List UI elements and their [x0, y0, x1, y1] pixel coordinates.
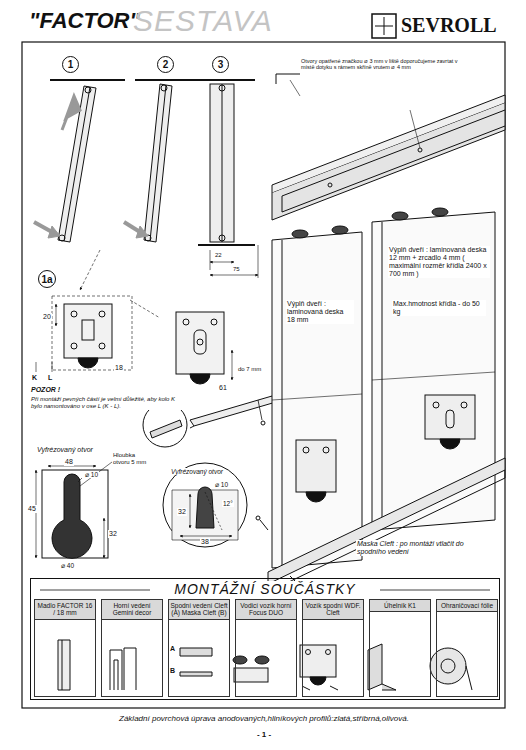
weight-note: Max.hmotnost křídla - do 50 kg — [392, 300, 486, 316]
bottom-rail-cleft — [268, 458, 505, 592]
step-label: 1a — [41, 274, 52, 285]
part-name: Vodicí vozík horní Focus DUO — [236, 600, 296, 620]
detail-title: Vyfrézovaný otvor — [170, 468, 224, 475]
parts-panel: MONTÁŽNÍ SOUČÁSTKY Madlo FACTOR 16 / 18 m… — [30, 578, 500, 700]
step-number: 2 — [157, 56, 174, 73]
warning-note: Při montáži pevných částí je velmi důlež… — [30, 396, 182, 410]
part-box: Horní vedení Gemini decor — [101, 599, 163, 697]
footer-note: Základní povrchová úprava anodovaných,hl… — [0, 714, 526, 723]
part-name: Spodní vedení Cleft (A) Maska Cleft (B) — [169, 600, 229, 620]
step-label: 3 — [218, 59, 224, 70]
step-number: 3 — [212, 56, 229, 73]
page-number: - 1 - — [0, 730, 526, 739]
dimension: 48 — [64, 458, 74, 466]
part-box: Úhelník K1 — [369, 599, 431, 697]
dimension: do 7 mm — [237, 366, 262, 373]
depth-note: Hloubka otvoru 5 mm — [112, 452, 150, 466]
part-name: Horní vedení Gemini decor — [102, 600, 162, 620]
part-name: Madlo FACTOR 16 / 18 mm — [35, 600, 95, 620]
door-fill-note: Výplň dveří : laminovaná deska 12 mm + z… — [388, 246, 490, 278]
dimension: ⌀ 10 — [84, 471, 99, 478]
step-number: 1 — [62, 56, 79, 73]
step-number: 1a — [38, 270, 56, 288]
part-box: Spodní vedení Cleft (A) Maska Cleft (B) — [168, 599, 230, 697]
milled-hole-drawing — [36, 462, 112, 558]
step-label: 2 — [163, 59, 169, 70]
part-box: Ohraničovací fólie — [436, 599, 498, 697]
top-rail-gemini — [272, 74, 505, 220]
part-name: Vozík spodní WDF. Cleft — [303, 600, 363, 620]
dimension: 45 — [27, 505, 37, 513]
part-letter: B — [169, 667, 176, 675]
step-label: 1 — [68, 59, 74, 70]
logo-icon — [372, 14, 396, 38]
panel-heading: MONTÁŽNÍ SOUČÁSTKY — [168, 581, 361, 597]
dimension: 38 — [200, 538, 210, 546]
step-2-door — [124, 80, 195, 242]
step-1-door — [34, 80, 125, 242]
logo-text: SEVROLL — [400, 14, 498, 37]
page-frame — [22, 42, 505, 708]
dimension: 75 — [232, 266, 241, 273]
dimension: 32 — [108, 530, 118, 538]
part-name: Úhelník K1 — [370, 600, 430, 612]
drilling-note: Otvory opatřené značkou ⌀ 3 mm v liště d… — [300, 58, 467, 71]
dimension: 61 — [218, 384, 228, 392]
door-fill-note: Výplň dveří : laminovaná deska 18 mm — [286, 300, 354, 324]
axis-letter: L — [47, 374, 53, 382]
watermark: SESTAVA — [132, 4, 274, 39]
detail-1a-carriage — [36, 250, 160, 372]
part-icons — [58, 640, 472, 690]
dimension: 22 — [214, 252, 223, 259]
dimension: ⌀ 10 — [214, 481, 229, 488]
mask-note: Maska Cleft : po montáži vtlačit do spod… — [356, 540, 478, 556]
part-box: Vodicí vozík horní Focus DUO — [235, 599, 297, 697]
part-box: Madlo FACTOR 16 / 18 mm — [34, 599, 96, 697]
dimension: 12° — [222, 500, 234, 507]
dimension: ⌀ 40 — [60, 562, 75, 569]
dimension: 18 — [114, 364, 124, 372]
part-box: Vozík spodní WDF. Cleft — [302, 599, 364, 697]
dimension: 32 — [177, 508, 187, 516]
part-name: Ohraničovací fólie — [437, 600, 497, 612]
dimension: 20 — [42, 313, 52, 321]
axis-letter: K — [31, 374, 38, 382]
warning-title: POZOR ! — [30, 386, 61, 394]
sliding-doors — [256, 208, 495, 568]
step-3-door — [195, 80, 258, 278]
title: "FACTOR" — [28, 8, 141, 33]
part-letter: A — [169, 645, 176, 653]
adjusting-carriage-detail — [176, 312, 232, 384]
milled-hole-angle-detail — [163, 463, 247, 547]
detail-title: Vyfrézovaný otvor — [36, 446, 94, 454]
